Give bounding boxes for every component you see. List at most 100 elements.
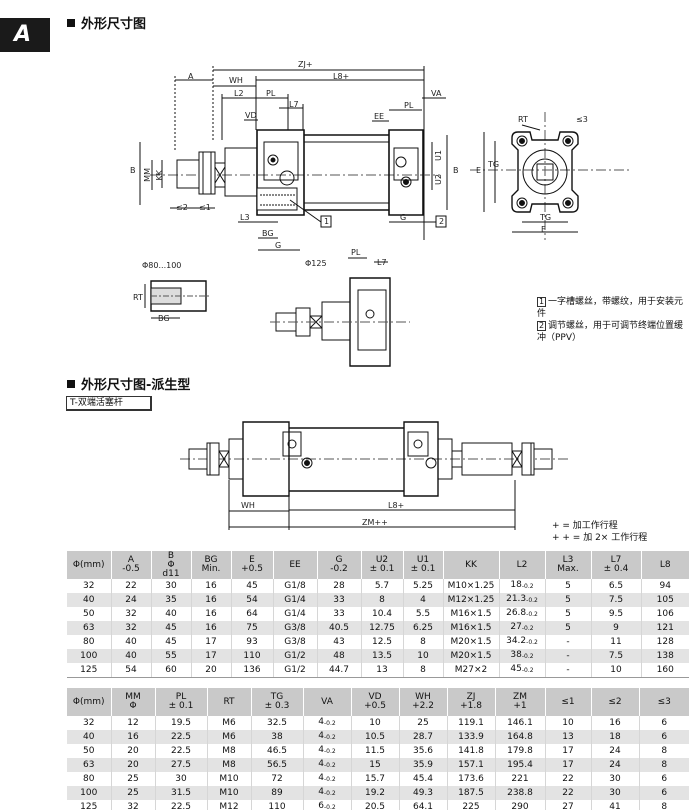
table-cell: 136 <box>230 663 273 678</box>
table-cell: 48 <box>316 649 361 663</box>
label-l8b: L8+ <box>388 501 405 510</box>
stroke-legend: + = 加工作行程 + + = 加 2× 工作行程 <box>552 520 647 544</box>
table-cell: 6.5 <box>590 579 641 593</box>
table-1-header-cell: EE <box>272 551 317 579</box>
table-cell: 9 <box>590 621 641 635</box>
table-cell: 13 <box>544 730 591 744</box>
table-cell: 5.25 <box>402 579 443 593</box>
table-cell: 5 <box>544 607 591 621</box>
label-l2: L2 <box>234 89 244 98</box>
table-cell: 55 <box>150 649 191 663</box>
tolerance-subscript: -0.2 <box>324 804 336 810</box>
table-1-header-cell: BG Min. <box>190 551 231 579</box>
table-cell: 40 <box>110 635 151 649</box>
table-cell: 40 <box>150 607 191 621</box>
square-bullet-icon <box>67 18 75 27</box>
table-cell: 25 <box>110 772 155 786</box>
table-cell: 16 <box>590 716 639 730</box>
table-cell: 32.5 <box>250 716 303 730</box>
table-cell: 4-0.2 <box>302 772 351 786</box>
table-cell: 187.5 <box>446 786 495 800</box>
table-cell: 25 <box>110 786 155 800</box>
table-cell: 173.6 <box>446 772 495 786</box>
table-cell: 8 <box>638 758 689 772</box>
table-cell: 8 <box>638 744 689 758</box>
table-cell: M10 <box>206 786 251 800</box>
table-cell: 6.25 <box>402 621 443 635</box>
label-l7: L7 <box>289 100 299 109</box>
table-cell: 16 <box>190 621 231 635</box>
table-cell: 119.1 <box>446 716 495 730</box>
label-rt: RT <box>518 115 528 124</box>
table-cell: G1/2 <box>272 649 317 663</box>
table-cell: 16 <box>190 607 231 621</box>
tolerance-subscript: -0.2 <box>324 734 336 741</box>
table-cell: 8 <box>638 800 689 810</box>
label-pl2: PL <box>404 101 414 110</box>
label-ee: EE <box>374 112 385 121</box>
table-cell: 27 <box>544 800 591 810</box>
table-cell: 10 <box>590 663 641 678</box>
table-2-header-cell: ≤1 <box>544 688 591 716</box>
table-cell: 64.1 <box>398 800 447 810</box>
table-cell: 35.9 <box>398 758 447 772</box>
table-cell: 110 <box>230 649 273 663</box>
table-cell: 34.2-0.2 <box>498 635 545 649</box>
table-cell: 27.5 <box>154 758 207 772</box>
table-cell: 6 <box>638 716 689 730</box>
label-tg: TG <box>488 160 500 169</box>
table-cell: 30 <box>150 579 191 593</box>
heading-variant-text: 外形尺寸图-派生型 <box>81 378 191 393</box>
table-cell: - <box>544 649 591 663</box>
tolerance-subscript: -0.2 <box>526 639 538 646</box>
table-cell: 40.5 <box>316 621 361 635</box>
table-cell: 179.8 <box>494 744 545 758</box>
table-cell: 8 <box>402 663 443 678</box>
heading-main: 外形尺寸图 <box>67 13 146 32</box>
table-cell: 5.7 <box>360 579 403 593</box>
tolerance-subscript: -0.2 <box>526 597 538 604</box>
table-cell: 64 <box>230 607 273 621</box>
table-cell: 13.5 <box>360 649 403 663</box>
label-pl3: PL <box>351 248 361 257</box>
table-cell: 121 <box>640 621 689 635</box>
table-cell: 20 <box>190 663 231 678</box>
table-cell: 30 <box>590 786 639 800</box>
table-cell: 125 <box>67 800 111 810</box>
label-phi80: Φ80...100 <box>142 261 182 270</box>
table-cell: 17 <box>544 758 591 772</box>
table-2-header-cell: VD +0.5 <box>350 688 399 716</box>
label-g2: G <box>400 213 407 222</box>
table-1-header-cell: U2 ± 0.1 <box>360 551 403 579</box>
callout-2: 2 <box>439 217 445 226</box>
table-cell: 15 <box>350 758 399 772</box>
tolerance-subscript: -0.2 <box>324 790 336 797</box>
table-cell: 89 <box>250 786 303 800</box>
table-cell: 4 <box>402 593 443 607</box>
table-cell: 38-0.2 <box>498 649 545 663</box>
table-cell: 80 <box>83 637 95 647</box>
table-cell: 138 <box>640 649 689 663</box>
table-cell: 24 <box>590 758 639 772</box>
table-2-header-cell: RT <box>206 688 251 716</box>
table-cell: 27-0.2 <box>498 621 545 635</box>
table-1-header-cell: A -0.5 <box>110 551 151 579</box>
table-cell: 32 <box>110 621 151 635</box>
table-2-header-cell: ≤3 <box>638 688 689 716</box>
table-cell: 54 <box>230 593 273 607</box>
label-l3: L3 <box>240 213 250 222</box>
table-cell: M10×1.25 <box>442 579 499 593</box>
table-1-header-cell: B Φ d11 <box>150 551 191 579</box>
table-2-header-cell: ZJ +1.8 <box>446 688 495 716</box>
table-cell: 11 <box>590 635 641 649</box>
table-2-header-cell: ≤2 <box>590 688 639 716</box>
table-cell: 100 <box>67 649 111 663</box>
table-cell: 128 <box>640 635 689 649</box>
table-cell: 31.5 <box>154 786 207 800</box>
